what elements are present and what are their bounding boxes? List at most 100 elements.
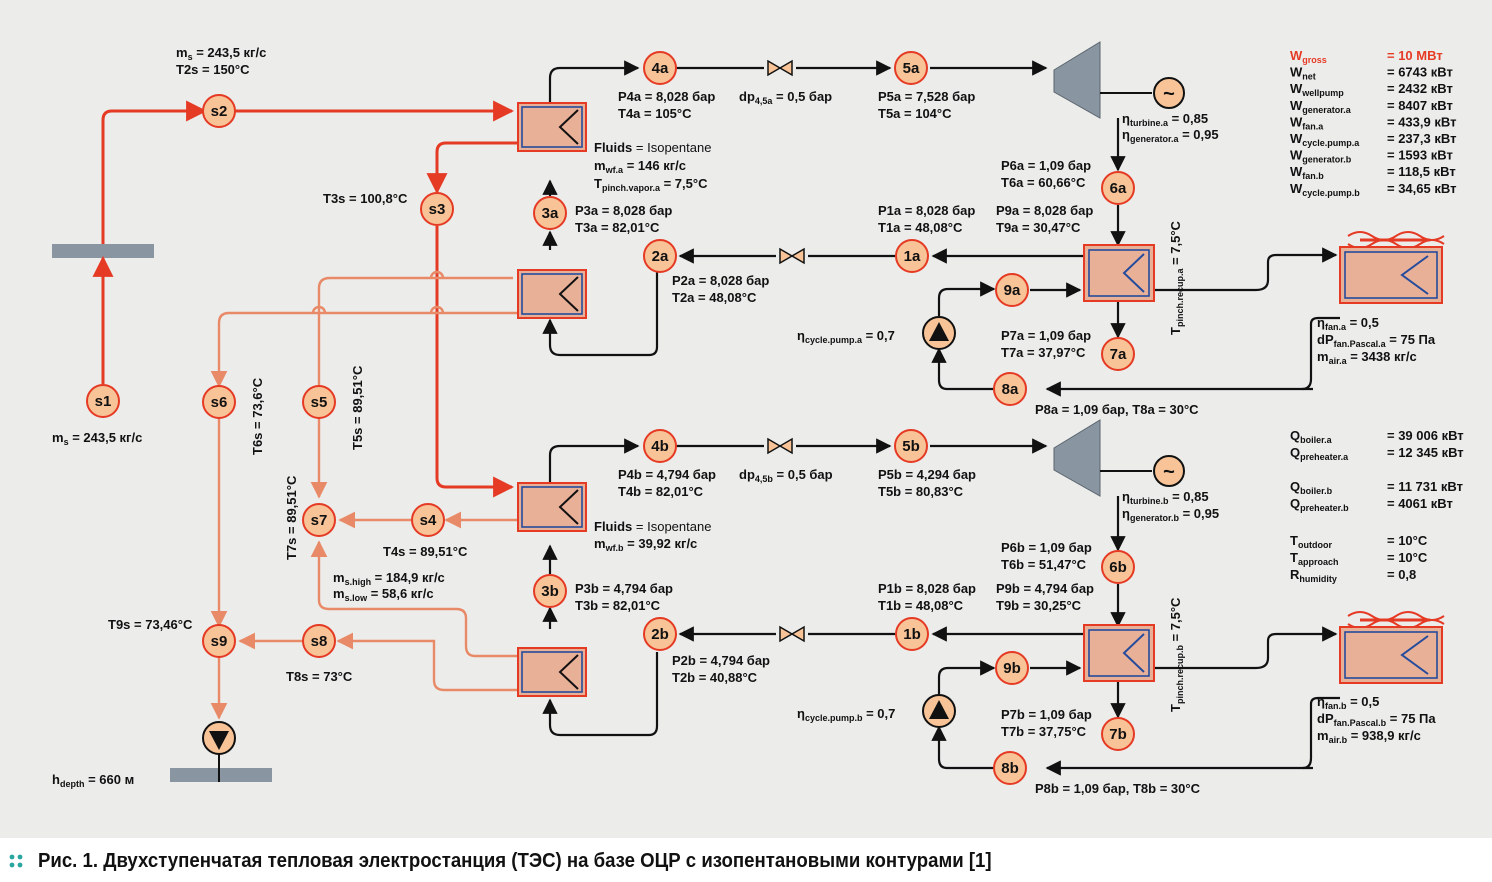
recuperator-b bbox=[1083, 624, 1155, 682]
svg-text:Tpinch.vapor.a = 7,5°C: Tpinch.vapor.a = 7,5°C bbox=[594, 176, 708, 193]
svg-text:8a: 8a bbox=[1002, 381, 1019, 398]
svg-text:ηcycle.pump.a = 0,7: ηcycle.pump.a = 0,7 bbox=[797, 328, 895, 345]
svg-text:T1b = 48,08°C: T1b = 48,08°C bbox=[878, 598, 964, 613]
svg-text:ηturbine.a = 0,85: ηturbine.a = 0,85 bbox=[1122, 111, 1208, 128]
svg-text:ηgenerator.a = 0,95: ηgenerator.a = 0,95 bbox=[1122, 127, 1219, 144]
state-point-s8: s8 bbox=[302, 624, 336, 658]
state-point-7b: 7b bbox=[1101, 717, 1135, 751]
state-point-s7: s7 bbox=[302, 503, 336, 537]
svg-text:ms = 243,5 кг/с: ms = 243,5 кг/с bbox=[176, 45, 266, 62]
state-point-6b: 6b bbox=[1101, 550, 1135, 584]
caption-text: Рис. 1. Двухступенчатая тепловая электро… bbox=[38, 850, 992, 872]
svg-text:ηgenerator.b = 0,95: ηgenerator.b = 0,95 bbox=[1122, 506, 1219, 523]
state-point-2b: 2b bbox=[643, 617, 677, 651]
svg-text:T4s = 89,51°C: T4s = 89,51°C bbox=[383, 544, 468, 559]
svg-text:s8: s8 bbox=[311, 633, 328, 650]
summary-row: Toutdoor bbox=[1290, 533, 1332, 550]
preheater-a bbox=[517, 269, 587, 319]
svg-text:T2a = 48,08°C: T2a = 48,08°C bbox=[672, 290, 757, 305]
svg-text:7a: 7a bbox=[1110, 346, 1127, 363]
brine-cool-lines bbox=[210, 276, 518, 720]
state-point-3b: 3b bbox=[533, 574, 567, 608]
svg-text:ms = 243,5 кг/с: ms = 243,5 кг/с bbox=[52, 430, 142, 447]
svg-text:5b: 5b bbox=[902, 438, 920, 455]
svg-text:Fluids = Isopentane: Fluids = Isopentane bbox=[594, 519, 711, 534]
svg-text:P2b = 4,794 бар: P2b = 4,794 бар bbox=[672, 653, 770, 668]
svg-text:T7s = 89,51°C: T7s = 89,51°C bbox=[284, 475, 299, 560]
svg-text:3a: 3a bbox=[542, 205, 559, 222]
summary-row: Wfan.b bbox=[1290, 164, 1324, 181]
svg-text:dp4,5a = 0,5 бар: dp4,5a = 0,5 бар bbox=[739, 89, 832, 106]
state-point-9b: 9b bbox=[995, 651, 1029, 685]
svg-text:s4: s4 bbox=[420, 512, 437, 529]
loop-b-labels: P4b = 4,794 бар T4b = 82,01°C dp4,5b = 0… bbox=[575, 467, 1436, 796]
svg-text:ηfan.b = 0,5: ηfan.b = 0,5 bbox=[1317, 694, 1379, 711]
state-point-8a: 8a bbox=[993, 372, 1027, 406]
svg-text:4a: 4a bbox=[652, 60, 669, 77]
summary-value: = 10°C bbox=[1387, 550, 1428, 565]
summary-row: Tapproach bbox=[1290, 550, 1338, 567]
svg-text:P9b = 4,794 бар: P9b = 4,794 бар bbox=[996, 581, 1094, 596]
svg-text:T2s = 150°C: T2s = 150°C bbox=[176, 62, 250, 77]
summary-value: = 2432 кВт bbox=[1387, 81, 1453, 96]
svg-text:s7: s7 bbox=[311, 512, 328, 529]
svg-text:P3b = 4,794 бар: P3b = 4,794 бар bbox=[575, 581, 673, 596]
injection-well bbox=[170, 768, 272, 782]
svg-text:T3a = 82,01°C: T3a = 82,01°C bbox=[575, 220, 660, 235]
state-point-s2: s2 bbox=[202, 94, 236, 128]
svg-text:~: ~ bbox=[1163, 461, 1175, 483]
summary-row: Wgenerator.a bbox=[1290, 98, 1352, 115]
state-point-s9: s9 bbox=[202, 624, 236, 658]
valve-a-high bbox=[767, 59, 793, 77]
loop-a-lines bbox=[542, 60, 1340, 397]
summary-value: = 1593 кВт bbox=[1387, 148, 1453, 163]
svg-text:2a: 2a bbox=[652, 248, 669, 265]
svg-text:P8b = 1,09 бар, T8b = 30°C: P8b = 1,09 бар, T8b = 30°C bbox=[1035, 781, 1201, 796]
svg-text:T2b = 40,88°C: T2b = 40,88°C bbox=[672, 670, 758, 685]
svg-text:s1: s1 bbox=[95, 393, 112, 410]
turbine-a bbox=[1053, 41, 1152, 119]
svg-text:8b: 8b bbox=[1001, 760, 1019, 777]
svg-text:mair.a = 3438 кг/с: mair.a = 3438 кг/с bbox=[1317, 349, 1417, 366]
state-point-s4: s4 bbox=[411, 503, 445, 537]
svg-text:dPfan.Pascal.b = 75 Па: dPfan.Pascal.b = 75 Па bbox=[1317, 711, 1436, 728]
state-point-1a: 1a bbox=[895, 239, 929, 273]
svg-text:T5b = 80,83°C: T5b = 80,83°C bbox=[878, 484, 964, 499]
svg-text:T3b = 82,01°C: T3b = 82,01°C bbox=[575, 598, 661, 613]
summary-row: Wfan.a bbox=[1290, 114, 1324, 131]
svg-text:P6a = 1,09 бар: P6a = 1,09 бар bbox=[1001, 158, 1091, 173]
state-point-1b: 1b bbox=[895, 617, 929, 651]
summary-value: = 11 731 кВт bbox=[1387, 479, 1463, 494]
svg-text:P8a = 1,09 бар, T8a = 30°C: P8a = 1,09 бар, T8a = 30°C bbox=[1035, 402, 1199, 417]
svg-text:s5: s5 bbox=[311, 394, 328, 411]
state-point-4a: 4a bbox=[643, 51, 677, 85]
svg-text:Fluids = Isopentane: Fluids = Isopentane bbox=[594, 140, 711, 155]
svg-text:T7a = 37,97°C: T7a = 37,97°C bbox=[1001, 345, 1086, 360]
svg-text:T9b = 30,25°C: T9b = 30,25°C bbox=[996, 598, 1082, 613]
summary-row: Qboiler.b bbox=[1290, 479, 1333, 496]
svg-text:3b: 3b bbox=[541, 583, 559, 600]
svg-text:P4a = 8,028 бар: P4a = 8,028 бар bbox=[618, 89, 715, 104]
svg-text:~: ~ bbox=[1163, 83, 1175, 105]
state-point-4b: 4b bbox=[643, 429, 677, 463]
state-point-2a: 2a bbox=[643, 239, 677, 273]
turbine-b bbox=[1053, 419, 1152, 497]
summary-value: = 8407 кВт bbox=[1387, 98, 1453, 113]
svg-text:T6a = 60,66°C: T6a = 60,66°C bbox=[1001, 175, 1086, 190]
svg-text:P1a = 8,028 бар: P1a = 8,028 бар bbox=[878, 203, 975, 218]
svg-text:4b: 4b bbox=[651, 438, 669, 455]
svg-text:ms.low = 58,6 кг/с: ms.low = 58,6 кг/с bbox=[333, 586, 434, 603]
state-point-7a: 7a bbox=[1101, 337, 1135, 371]
svg-text:T1a = 48,08°C: T1a = 48,08°C bbox=[878, 220, 963, 235]
svg-text:T6s = 73,6°C: T6s = 73,6°C bbox=[250, 377, 265, 455]
svg-text:P1b = 8,028 бар: P1b = 8,028 бар bbox=[878, 581, 976, 596]
summary-value: = 433,9 кВт bbox=[1387, 114, 1456, 129]
summary-row: Wcycle.pump.b bbox=[1290, 181, 1360, 198]
ocr-plant-diagram: ~ ~ s1s2s3s4s5s6s7s8s91a2a3a4a5a6a7a8a9a… bbox=[52, 41, 1464, 796]
svg-text:P4b = 4,794 бар: P4b = 4,794 бар bbox=[618, 467, 716, 482]
svg-text:P7a = 1,09 бар: P7a = 1,09 бар bbox=[1001, 328, 1091, 343]
valve-b-low bbox=[779, 625, 805, 643]
state-point-8b: 8b bbox=[993, 751, 1027, 785]
